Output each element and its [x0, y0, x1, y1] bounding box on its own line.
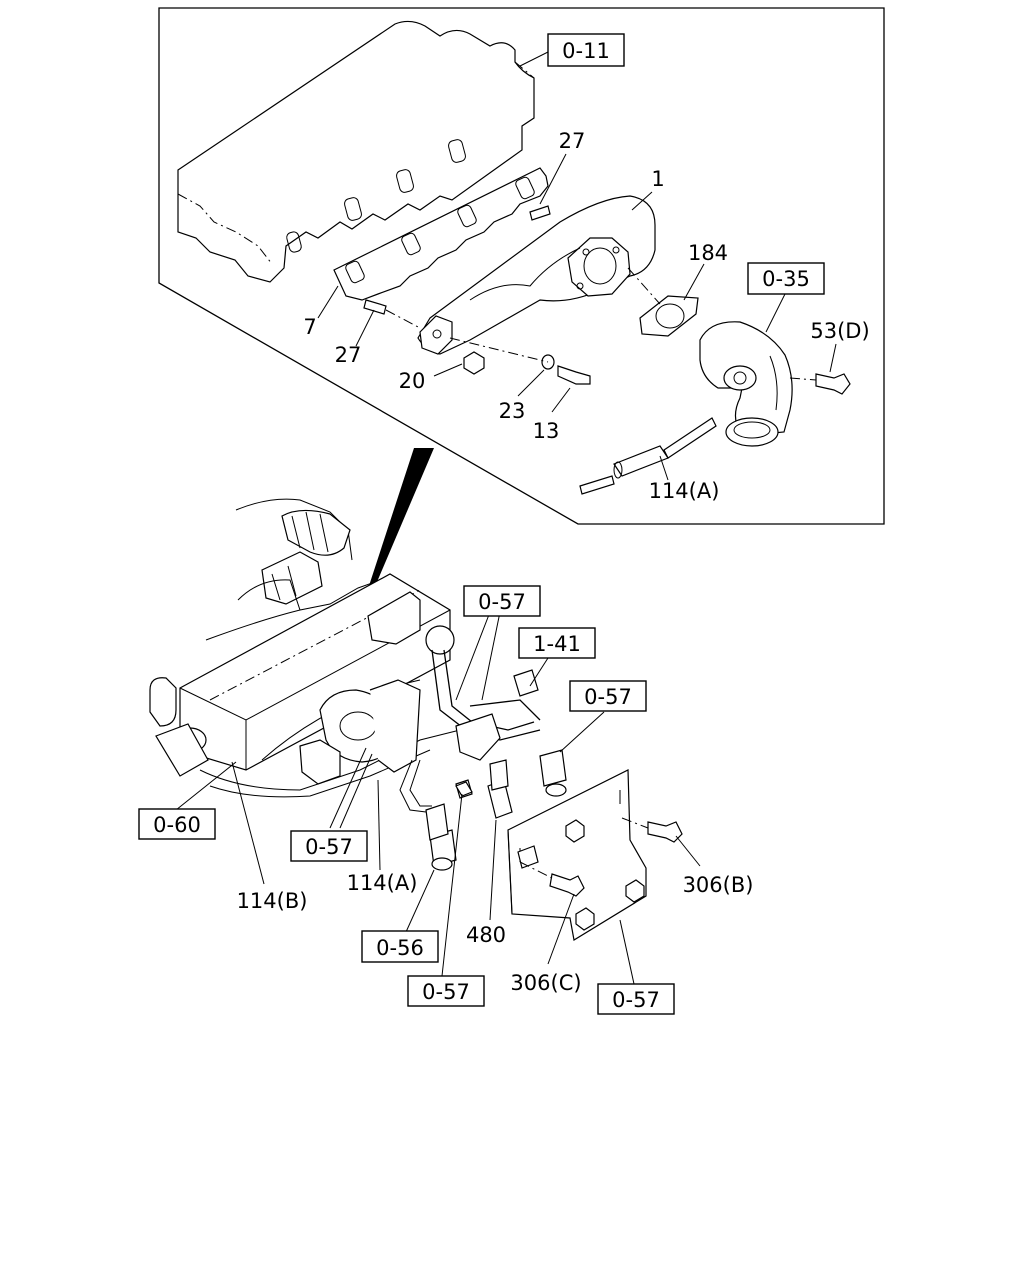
detail-frame	[158, 7, 885, 525]
part-label-306b: 306(B)	[683, 873, 754, 897]
manifold-gasket	[333, 167, 549, 301]
ref-box-0-57-mid	[290, 830, 368, 862]
ref-label-0-35: 0-35	[762, 267, 810, 291]
stud-bottom	[363, 299, 387, 315]
part-label-53d: 53(D)	[810, 319, 869, 343]
part-label-27-top: 27	[559, 129, 586, 153]
part-label-13: 13	[533, 419, 560, 443]
ref-box-0-57-bracket	[597, 983, 675, 1015]
detail-inset	[158, 7, 885, 525]
ref-label-0-11: 0-11	[562, 39, 610, 63]
engine-assembly	[149, 498, 701, 985]
part-label-306c: 306(C)	[510, 971, 581, 995]
bolt-306c	[549, 873, 585, 897]
stud-top	[529, 205, 551, 221]
part-label-114b: 114(B)	[237, 889, 308, 913]
ref-box-0-57-right	[569, 680, 647, 712]
ref-box-0-11	[547, 33, 625, 67]
ref-box-0-57-bottom	[407, 975, 485, 1007]
gasket-184	[639, 295, 699, 337]
ref-box-0-60	[138, 808, 216, 840]
ref-label-0-60: 0-60	[153, 813, 201, 837]
part-label-114a-detail: 114(A)	[649, 479, 720, 503]
part-label-27-bottom: 27	[335, 343, 362, 367]
egr-elbow	[699, 321, 793, 447]
ref-box-0-57-top	[463, 585, 541, 617]
exhaust-manifold	[417, 195, 656, 355]
ref-box-0-56	[361, 930, 439, 963]
part-label-7: 7	[303, 315, 316, 339]
nut-20	[463, 351, 485, 375]
ref-label-0-57-right: 0-57	[584, 685, 632, 709]
ref-label-1-41: 1-41	[533, 632, 581, 656]
ref-box-1-41	[518, 627, 596, 659]
part-label-480: 480	[466, 923, 506, 947]
bolt-13	[557, 365, 591, 385]
part-label-20: 20	[399, 369, 426, 393]
part-label-114a-main: 114(A)	[347, 871, 418, 895]
part-label-184: 184	[688, 241, 728, 265]
part-label-1: 1	[651, 167, 664, 191]
bolt-53d	[815, 373, 851, 395]
main-labels: 0-57 1-41 0-57 0-60 0-57 0-56 0-57 0-57 …	[138, 585, 754, 1015]
part-label-23: 23	[499, 399, 526, 423]
detail-labels: 0-11 0-35 27 1 184 7 27 20 23 13 53(D) 1…	[303, 33, 870, 503]
ref-label-0-57-bottom: 0-57	[422, 980, 470, 1004]
ref-label-0-57-top: 0-57	[478, 590, 526, 614]
ref-box-0-35	[747, 262, 825, 295]
cylinder-head	[177, 20, 535, 283]
ref-label-0-57-bracket: 0-57	[612, 988, 660, 1012]
ref-label-0-56: 0-56	[376, 936, 424, 960]
ref-label-0-57-mid: 0-57	[305, 835, 353, 859]
egr-pipe-114a	[579, 417, 717, 495]
bolt-306b	[647, 821, 683, 843]
